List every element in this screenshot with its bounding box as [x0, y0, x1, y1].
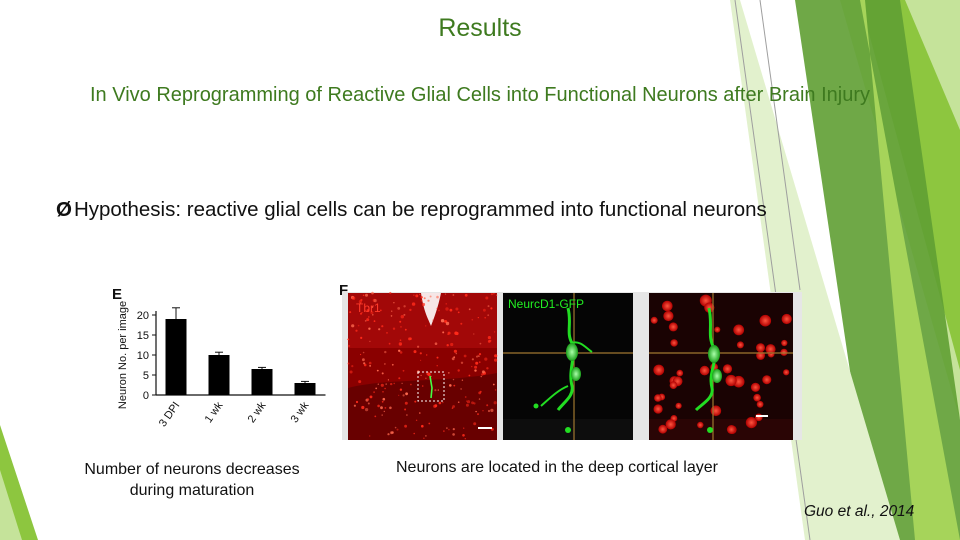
- scale-bar-1: [478, 427, 492, 429]
- hypothesis-text: Hypothesis: reactive glial cells can be …: [73, 198, 767, 221]
- bar-3-dpi: [165, 319, 187, 395]
- tbr1-speckle: [347, 291, 498, 440]
- panel-label-e: E: [112, 286, 122, 303]
- bar-2-wk: [251, 369, 273, 395]
- y-tick-label: 0: [143, 390, 149, 402]
- bar-1-wk: [208, 355, 230, 395]
- deco-line-2: [759, 0, 801, 291]
- scale-bar-2: [756, 415, 768, 417]
- figure-e-bar-chart: E Neuron No. per image 0 5 10 15 20 3 DPI 1 wk…: [112, 286, 326, 429]
- hypothesis-bullet: ØHypothesis: reactive glial cells can be…: [56, 198, 767, 222]
- deco-line-1: [734, 0, 811, 540]
- y-tick-label: 5: [143, 370, 149, 382]
- merged-panel: [649, 293, 793, 440]
- y-tick-label: 20: [137, 310, 149, 322]
- citation: Guo et al., 2014: [804, 503, 915, 520]
- y-tick-label: 15: [137, 330, 149, 342]
- caption-left: Number of neurons decreases during matur…: [84, 461, 300, 499]
- caption-right: Neurons are located in the deep cortical…: [396, 459, 718, 476]
- merged-red-cells: [650, 294, 792, 434]
- slide-subtitle: In Vivo Reprogramming of Reactive Glial …: [90, 84, 870, 106]
- deco-left-light-shape: [0, 470, 22, 540]
- x-tick-label: 3 wk: [289, 399, 312, 425]
- gfp-panel: NeurcD1-GFP: [503, 293, 633, 440]
- deco-bright-green-shape: [860, 0, 960, 540]
- y-axis-label: Neuron No. per image: [117, 301, 129, 409]
- chart-marks: 0 5 10 15 20 3 DPI 1 wk 2 wk 3 wk: [137, 307, 316, 429]
- arrow-bullet-icon: Ø: [56, 198, 72, 221]
- panel-label-f: F: [339, 282, 348, 299]
- zoom-box: [417, 371, 445, 402]
- x-tick-label: 1 wk: [203, 399, 226, 425]
- gfp-label: NeurcD1-GFP: [508, 297, 584, 311]
- tbr1-label: Tbr1: [356, 301, 381, 315]
- x-tick-label: 2 wk: [246, 399, 269, 425]
- x-tick-label: 3 DPI: [157, 400, 183, 429]
- y-tick-label: 10: [137, 350, 149, 362]
- slide-title: Results: [438, 14, 522, 42]
- bar-3-wk: [294, 383, 316, 395]
- tbr1-overview-panel: Tbr1: [347, 291, 498, 440]
- figure-f-microscopy: F Tbr1 NeurcD1-GFP: [339, 282, 802, 440]
- deco-pale-green-shape: [730, 0, 900, 540]
